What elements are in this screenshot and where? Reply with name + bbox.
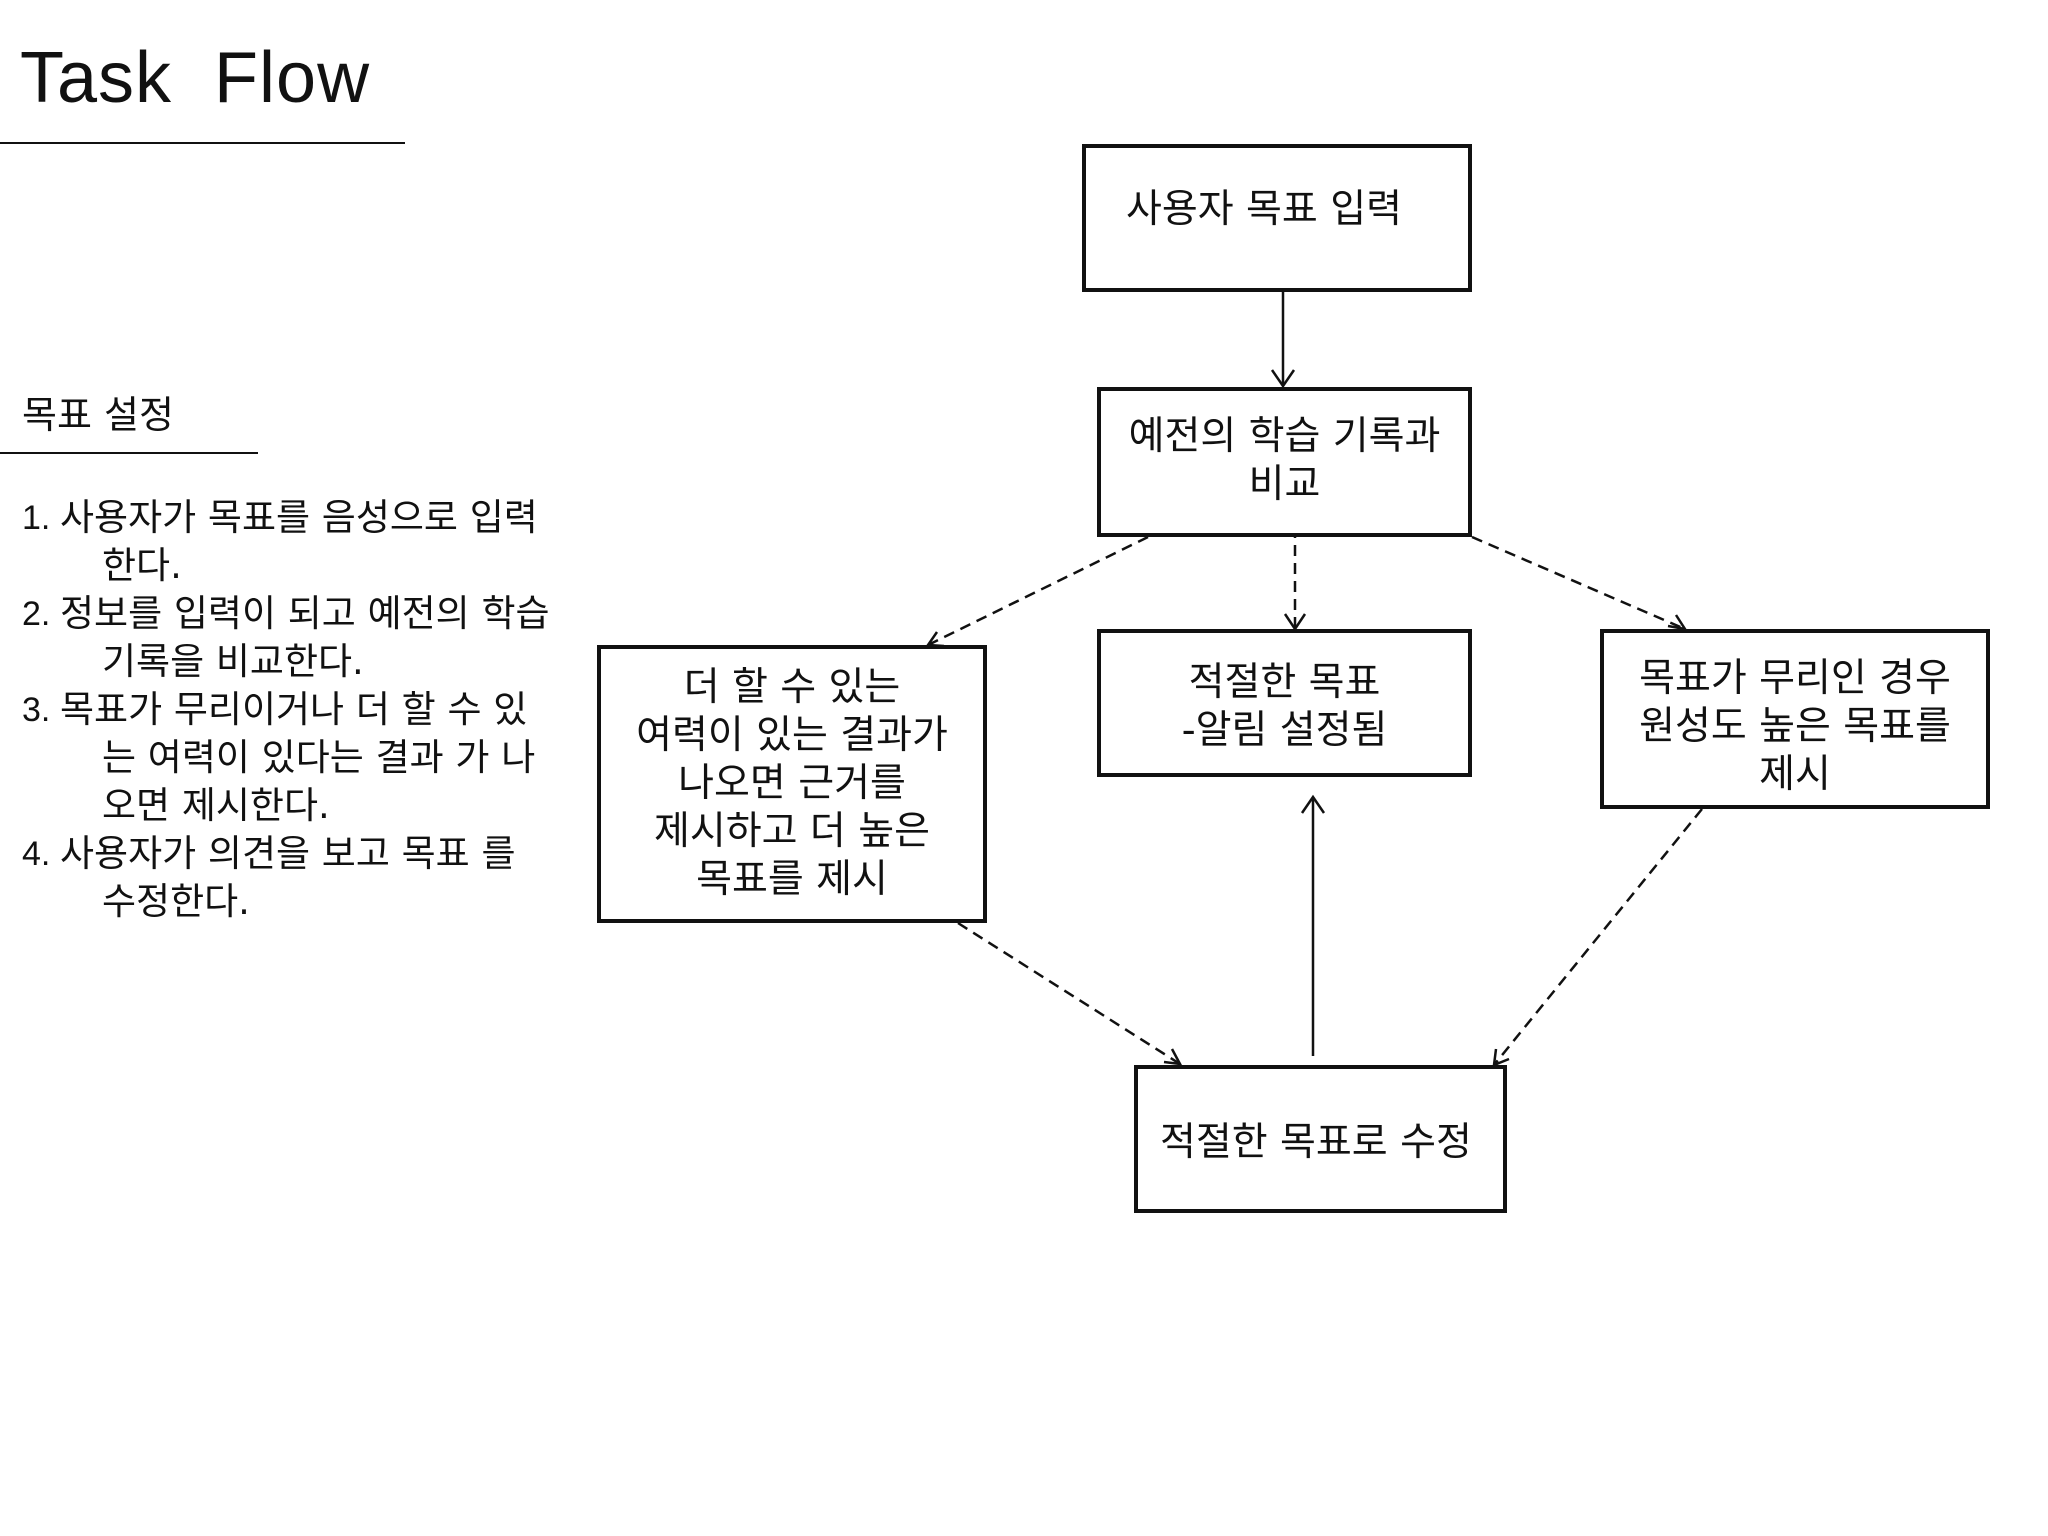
edge-more-to-modify (957, 921, 1181, 1066)
node-modify-goal: 적절한 목표로 수정 (1134, 1065, 1507, 1213)
arrowhead (1163, 1048, 1183, 1066)
step-number: 2. (22, 595, 51, 633)
page-title: Task Flow (20, 38, 371, 118)
node-user-goal-input: 사용자 목표 입력 (1082, 144, 1472, 292)
section-underline (0, 452, 258, 454)
section-heading: 목표 설정 (22, 393, 174, 437)
arrowhead (1300, 794, 1326, 814)
step-item: 4. 사용자가 의견을 보고 목표 를 수정한다. (22, 830, 552, 926)
node-suggest-higher-goal: 더 할 수 있는 여력이 있는 결과가 나오면 근거를 제시하고 더 높은 목표… (597, 645, 987, 923)
step-number: 4. (22, 835, 51, 873)
step-list: 1. 사용자가 목표를 음성으로 입력한다. 2. 정보를 입력이 되고 예전의… (22, 494, 552, 926)
edge-toohard-to-modify (1493, 808, 1703, 1066)
arrowhead (925, 631, 945, 648)
arrowhead (1270, 369, 1296, 389)
step-item: 1. 사용자가 목표를 음성으로 입력한다. (22, 494, 552, 590)
step-item: 3. 목표가 무리이거나 더 할 수 있는 여력이 있다는 결과 가 나오면 제… (22, 686, 552, 830)
title-underline (0, 142, 405, 144)
step-number: 1. (22, 499, 51, 537)
edge-compare-to-toohard (1471, 535, 1686, 631)
step-text: 정보를 입력이 되고 예전의 학습 기록을 비교한다. (60, 592, 550, 683)
node-appropriate-goal: 적절한 목표 -알림 설정됨 (1097, 629, 1472, 777)
step-number: 3. (22, 691, 51, 729)
node-compare-history: 예전의 학습 기록과 비교 (1097, 387, 1472, 537)
edge-compare-to-more (927, 535, 1149, 647)
step-item: 2. 정보를 입력이 되고 예전의 학습 기록을 비교한다. (22, 590, 552, 686)
step-text: 목표가 무리이거나 더 할 수 있는 여력이 있다는 결과 가 나오면 제시한다… (60, 688, 536, 827)
step-text: 사용자가 의견을 보고 목표 를 수정한다. (60, 832, 516, 923)
node-suggest-achievable-goal: 목표가 무리인 경우 원성도 높은 목표를 제시 (1600, 629, 1990, 809)
arrowhead (1667, 614, 1688, 631)
step-text: 사용자가 목표를 음성으로 입력한다. (60, 496, 538, 587)
